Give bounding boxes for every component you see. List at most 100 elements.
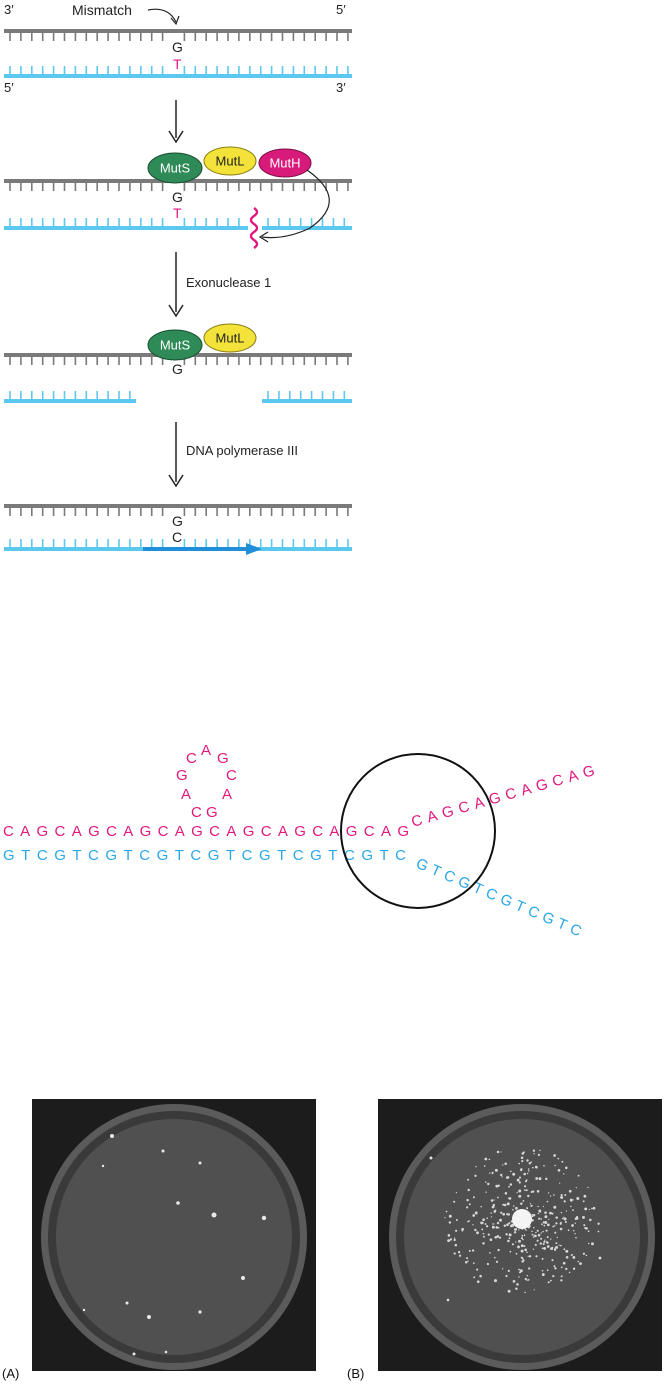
colony xyxy=(524,1234,526,1236)
colony xyxy=(533,1153,534,1154)
colony xyxy=(537,1230,539,1232)
colony xyxy=(568,1229,570,1231)
colony xyxy=(554,1232,556,1234)
colony xyxy=(176,1201,180,1205)
colony xyxy=(583,1200,585,1202)
colony xyxy=(241,1276,245,1280)
colony xyxy=(507,1240,510,1243)
colony xyxy=(518,1229,519,1230)
colony xyxy=(519,1177,521,1179)
colony xyxy=(540,1238,542,1240)
colony xyxy=(544,1221,547,1224)
colony xyxy=(582,1216,585,1219)
loop-base: A xyxy=(201,742,211,759)
colony xyxy=(560,1228,563,1231)
colony xyxy=(585,1227,588,1230)
colony xyxy=(508,1270,510,1272)
plate-b-central-disk xyxy=(512,1209,532,1229)
mismatch-pointer xyxy=(148,9,176,22)
colony xyxy=(552,1275,554,1277)
colony xyxy=(525,1249,527,1251)
colony xyxy=(455,1244,458,1247)
colony xyxy=(530,1203,531,1204)
colony xyxy=(539,1211,541,1213)
muth-label: MutH xyxy=(269,155,300,170)
colony xyxy=(528,1170,530,1172)
colony xyxy=(467,1189,469,1191)
colony xyxy=(576,1187,577,1188)
top-strand-sequence: CAGCAGCAGCAGCAGCAGCAGCAG xyxy=(3,823,409,840)
colony xyxy=(533,1249,534,1250)
colony xyxy=(83,1309,85,1311)
colony xyxy=(502,1268,503,1269)
colony xyxy=(548,1281,550,1283)
colony xyxy=(456,1192,457,1193)
colony xyxy=(535,1177,538,1180)
plate-photo-a xyxy=(32,1099,316,1371)
colony xyxy=(469,1250,471,1252)
colony xyxy=(469,1203,471,1205)
colony xyxy=(533,1214,535,1216)
colony xyxy=(570,1206,571,1207)
colony xyxy=(262,1216,266,1220)
colony xyxy=(525,1278,527,1280)
colony xyxy=(514,1229,516,1231)
colony xyxy=(558,1169,561,1172)
end-3-bottom: 3′ xyxy=(336,80,346,95)
colony xyxy=(571,1254,573,1256)
loop-base: C xyxy=(191,804,202,821)
step-exonuclease-label: Exonuclease 1 xyxy=(186,275,271,290)
new-synthesis-arrow-head xyxy=(246,543,262,555)
colony xyxy=(484,1158,487,1161)
colony xyxy=(521,1250,524,1253)
colony xyxy=(531,1205,533,1207)
colony xyxy=(548,1192,549,1193)
colony xyxy=(510,1251,512,1253)
colony xyxy=(526,1159,528,1161)
colony xyxy=(576,1216,578,1218)
loop-base: C xyxy=(226,767,237,784)
colony xyxy=(482,1218,485,1221)
colony xyxy=(479,1275,482,1278)
colony xyxy=(494,1279,497,1282)
colony xyxy=(542,1273,545,1276)
colony xyxy=(212,1213,217,1218)
colony xyxy=(495,1210,496,1211)
colony xyxy=(165,1351,168,1354)
colony xyxy=(547,1245,550,1248)
colony xyxy=(553,1194,555,1196)
colony xyxy=(543,1241,545,1243)
colony xyxy=(485,1223,487,1225)
colony xyxy=(133,1353,136,1356)
colony xyxy=(598,1231,600,1233)
colony xyxy=(504,1204,507,1207)
colony xyxy=(508,1290,511,1293)
colony xyxy=(483,1236,485,1238)
colony xyxy=(498,1227,500,1229)
colony xyxy=(534,1235,537,1238)
colony xyxy=(496,1226,499,1229)
base-t-2: T xyxy=(173,205,182,221)
colony xyxy=(555,1222,557,1224)
colony xyxy=(547,1224,550,1227)
colony xyxy=(472,1249,474,1251)
colony xyxy=(521,1260,523,1262)
colony xyxy=(515,1207,518,1210)
bottom-tail-sequence: GTCGTCGTCGTC xyxy=(413,855,584,940)
colony xyxy=(489,1159,491,1161)
colony xyxy=(588,1230,590,1232)
colony xyxy=(547,1236,549,1238)
colony xyxy=(517,1245,520,1248)
colony xyxy=(454,1239,456,1241)
colony xyxy=(564,1194,566,1196)
colony xyxy=(524,1185,526,1187)
colony xyxy=(558,1245,559,1246)
colony xyxy=(495,1169,498,1172)
loop-base: G xyxy=(176,767,188,784)
colony xyxy=(466,1199,468,1201)
colony xyxy=(546,1230,548,1232)
colony xyxy=(497,1222,499,1224)
colony xyxy=(527,1275,528,1276)
colony xyxy=(509,1197,512,1200)
colony xyxy=(591,1242,594,1245)
